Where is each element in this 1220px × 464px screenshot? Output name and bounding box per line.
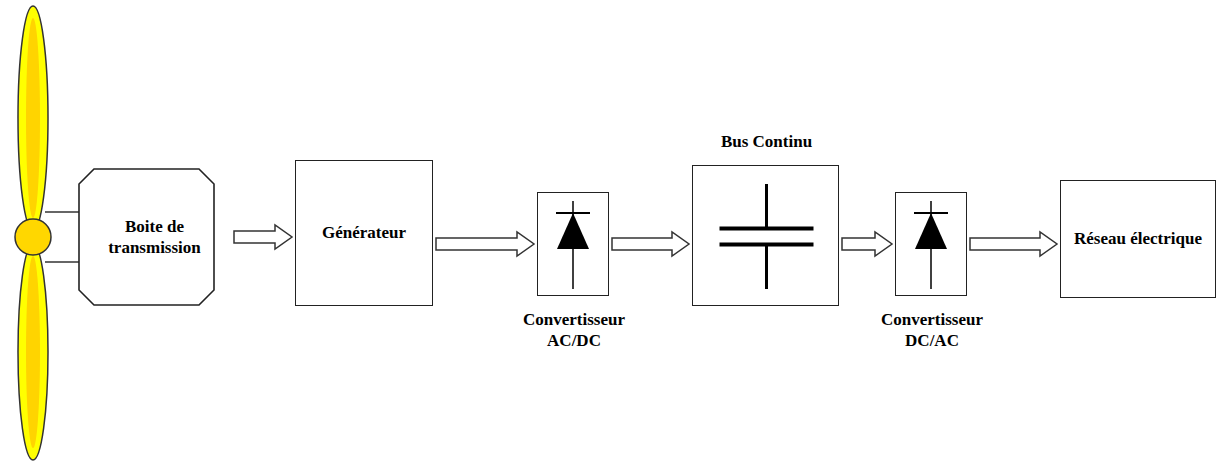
flow-arrow — [612, 232, 689, 256]
grid-box: Réseau électrique — [1060, 180, 1216, 298]
flow-arrow — [970, 232, 1057, 256]
node-label: Générateur — [316, 222, 412, 243]
node-label: Réseau électrique — [1068, 228, 1208, 249]
converter-label: Convertisseur AC/DC — [504, 309, 644, 352]
capacitor-symbol — [693, 166, 838, 305]
node-label: Boite de transmission — [78, 216, 231, 259]
converter-label: Bus Continu — [697, 131, 837, 152]
gearbox-outline — [78, 168, 231, 306]
flow-arrow — [436, 232, 534, 256]
gearbox-box: Boite de transmission — [78, 168, 231, 306]
dc-bus-box: Bus Continu — [692, 165, 839, 306]
inverter-box: Convertisseur DC/AC — [895, 192, 967, 296]
flow-arrow — [234, 225, 292, 249]
diode-symbol — [896, 193, 966, 295]
rectifier-box: Convertisseur AC/DC — [537, 192, 609, 296]
flow-arrow — [842, 232, 892, 256]
converter-label: Convertisseur DC/AC — [862, 309, 1002, 352]
gearbox-outline — [79, 169, 214, 305]
generator-box: Générateur — [295, 160, 433, 306]
rotor-hub — [15, 219, 51, 255]
diode-symbol — [538, 193, 608, 295]
